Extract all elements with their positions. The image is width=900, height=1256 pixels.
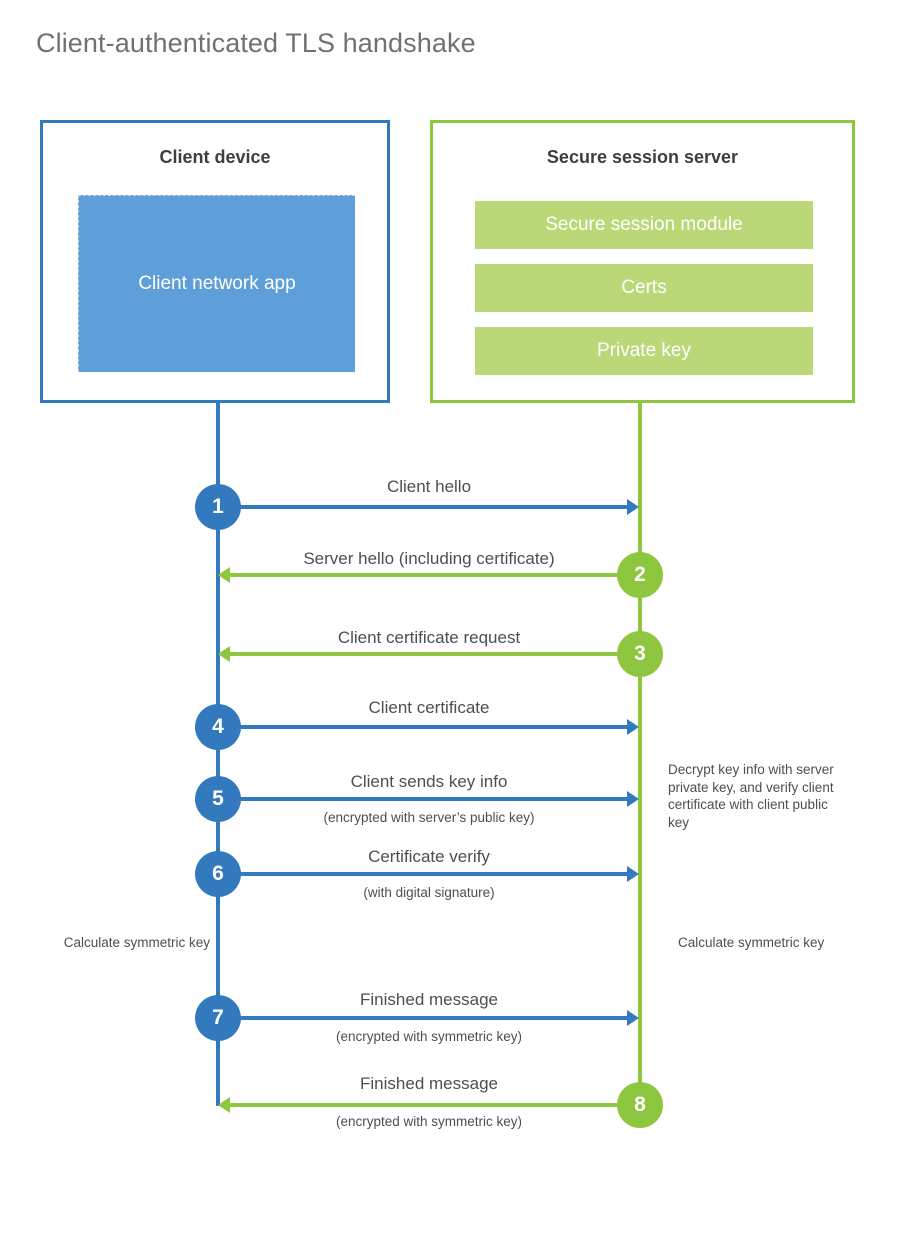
arrowhead-right-icon bbox=[627, 499, 639, 515]
arrowhead-left-icon bbox=[218, 1097, 230, 1113]
step-1-label: Client hello bbox=[386, 477, 472, 496]
step-2-label: Server hello (including certificate) bbox=[303, 549, 555, 568]
step-4-label: Client certificate bbox=[368, 698, 490, 717]
arrowhead-left-icon bbox=[218, 646, 230, 662]
step-1-badge: 1 bbox=[195, 484, 241, 530]
step-7-label: Finished message bbox=[360, 990, 498, 1009]
server-module-label: Private key bbox=[597, 340, 691, 361]
step-5-badge: 5 bbox=[195, 776, 241, 822]
step-6-sublabel: (with digital signature) bbox=[363, 885, 495, 900]
step-8-sublabel: (encrypted with symmetric key) bbox=[335, 1114, 523, 1129]
step-1-arrow bbox=[218, 499, 639, 515]
step-8-label: Finished message bbox=[360, 1074, 498, 1093]
client-network-app-block: Client network app bbox=[78, 195, 355, 372]
step-5-label: Client sends key info bbox=[350, 772, 508, 791]
step-8-badge: 8 bbox=[617, 1082, 663, 1128]
arrowhead-right-icon bbox=[627, 1010, 639, 1026]
step-7-sublabel: (encrypted with symmetric key) bbox=[335, 1029, 523, 1044]
arrowhead-right-icon bbox=[627, 866, 639, 882]
server-module-label: Secure session module bbox=[545, 214, 743, 235]
step-7-badge: 7 bbox=[195, 995, 241, 1041]
server-module-label: Certs bbox=[621, 277, 667, 298]
server-module-secure-session-module: Secure session module bbox=[475, 201, 813, 249]
arrowhead-right-icon bbox=[627, 791, 639, 807]
server-module-certs: Certs bbox=[475, 264, 813, 312]
step-4-arrow bbox=[218, 719, 639, 735]
server-calculate-symmetric-key-note: Calculate symmetric key bbox=[678, 935, 825, 950]
step-5-sublabel: (encrypted with server’s public key) bbox=[323, 810, 535, 825]
step-7-arrow bbox=[218, 1010, 639, 1026]
step-3-label: Client certificate request bbox=[337, 628, 521, 647]
secure-session-server-title: Secure session server bbox=[546, 147, 739, 167]
step-2-badge: 2 bbox=[617, 552, 663, 598]
client-lifeline bbox=[216, 403, 220, 1106]
server-module-private-key: Private key bbox=[475, 327, 813, 375]
step-2-arrow bbox=[218, 567, 640, 583]
arrowhead-left-icon bbox=[218, 567, 230, 583]
client-device-title: Client device bbox=[159, 147, 271, 167]
step-3-badge: 3 bbox=[617, 631, 663, 677]
step-6-label: Certificate verify bbox=[368, 847, 490, 866]
step-4-badge: 4 bbox=[195, 704, 241, 750]
client-network-app-label: Client network app bbox=[138, 273, 296, 294]
client-calculate-symmetric-key-note: Calculate symmetric key bbox=[63, 935, 210, 950]
page-title: Client-authenticated TLS handshake bbox=[36, 28, 476, 58]
step-8-arrow bbox=[218, 1097, 640, 1113]
step-3-arrow bbox=[218, 646, 640, 662]
secure-session-server-box: Secure session server Secure session mod… bbox=[430, 120, 855, 403]
step-6-arrow bbox=[218, 866, 639, 882]
step-5-arrow bbox=[218, 791, 639, 807]
server-decrypt-note: Decrypt key info with server private key… bbox=[668, 762, 834, 830]
server-lifeline bbox=[638, 403, 642, 1106]
step-6-badge: 6 bbox=[195, 851, 241, 897]
arrowhead-right-icon bbox=[627, 719, 639, 735]
client-device-box: Client device Client network app bbox=[40, 120, 390, 403]
